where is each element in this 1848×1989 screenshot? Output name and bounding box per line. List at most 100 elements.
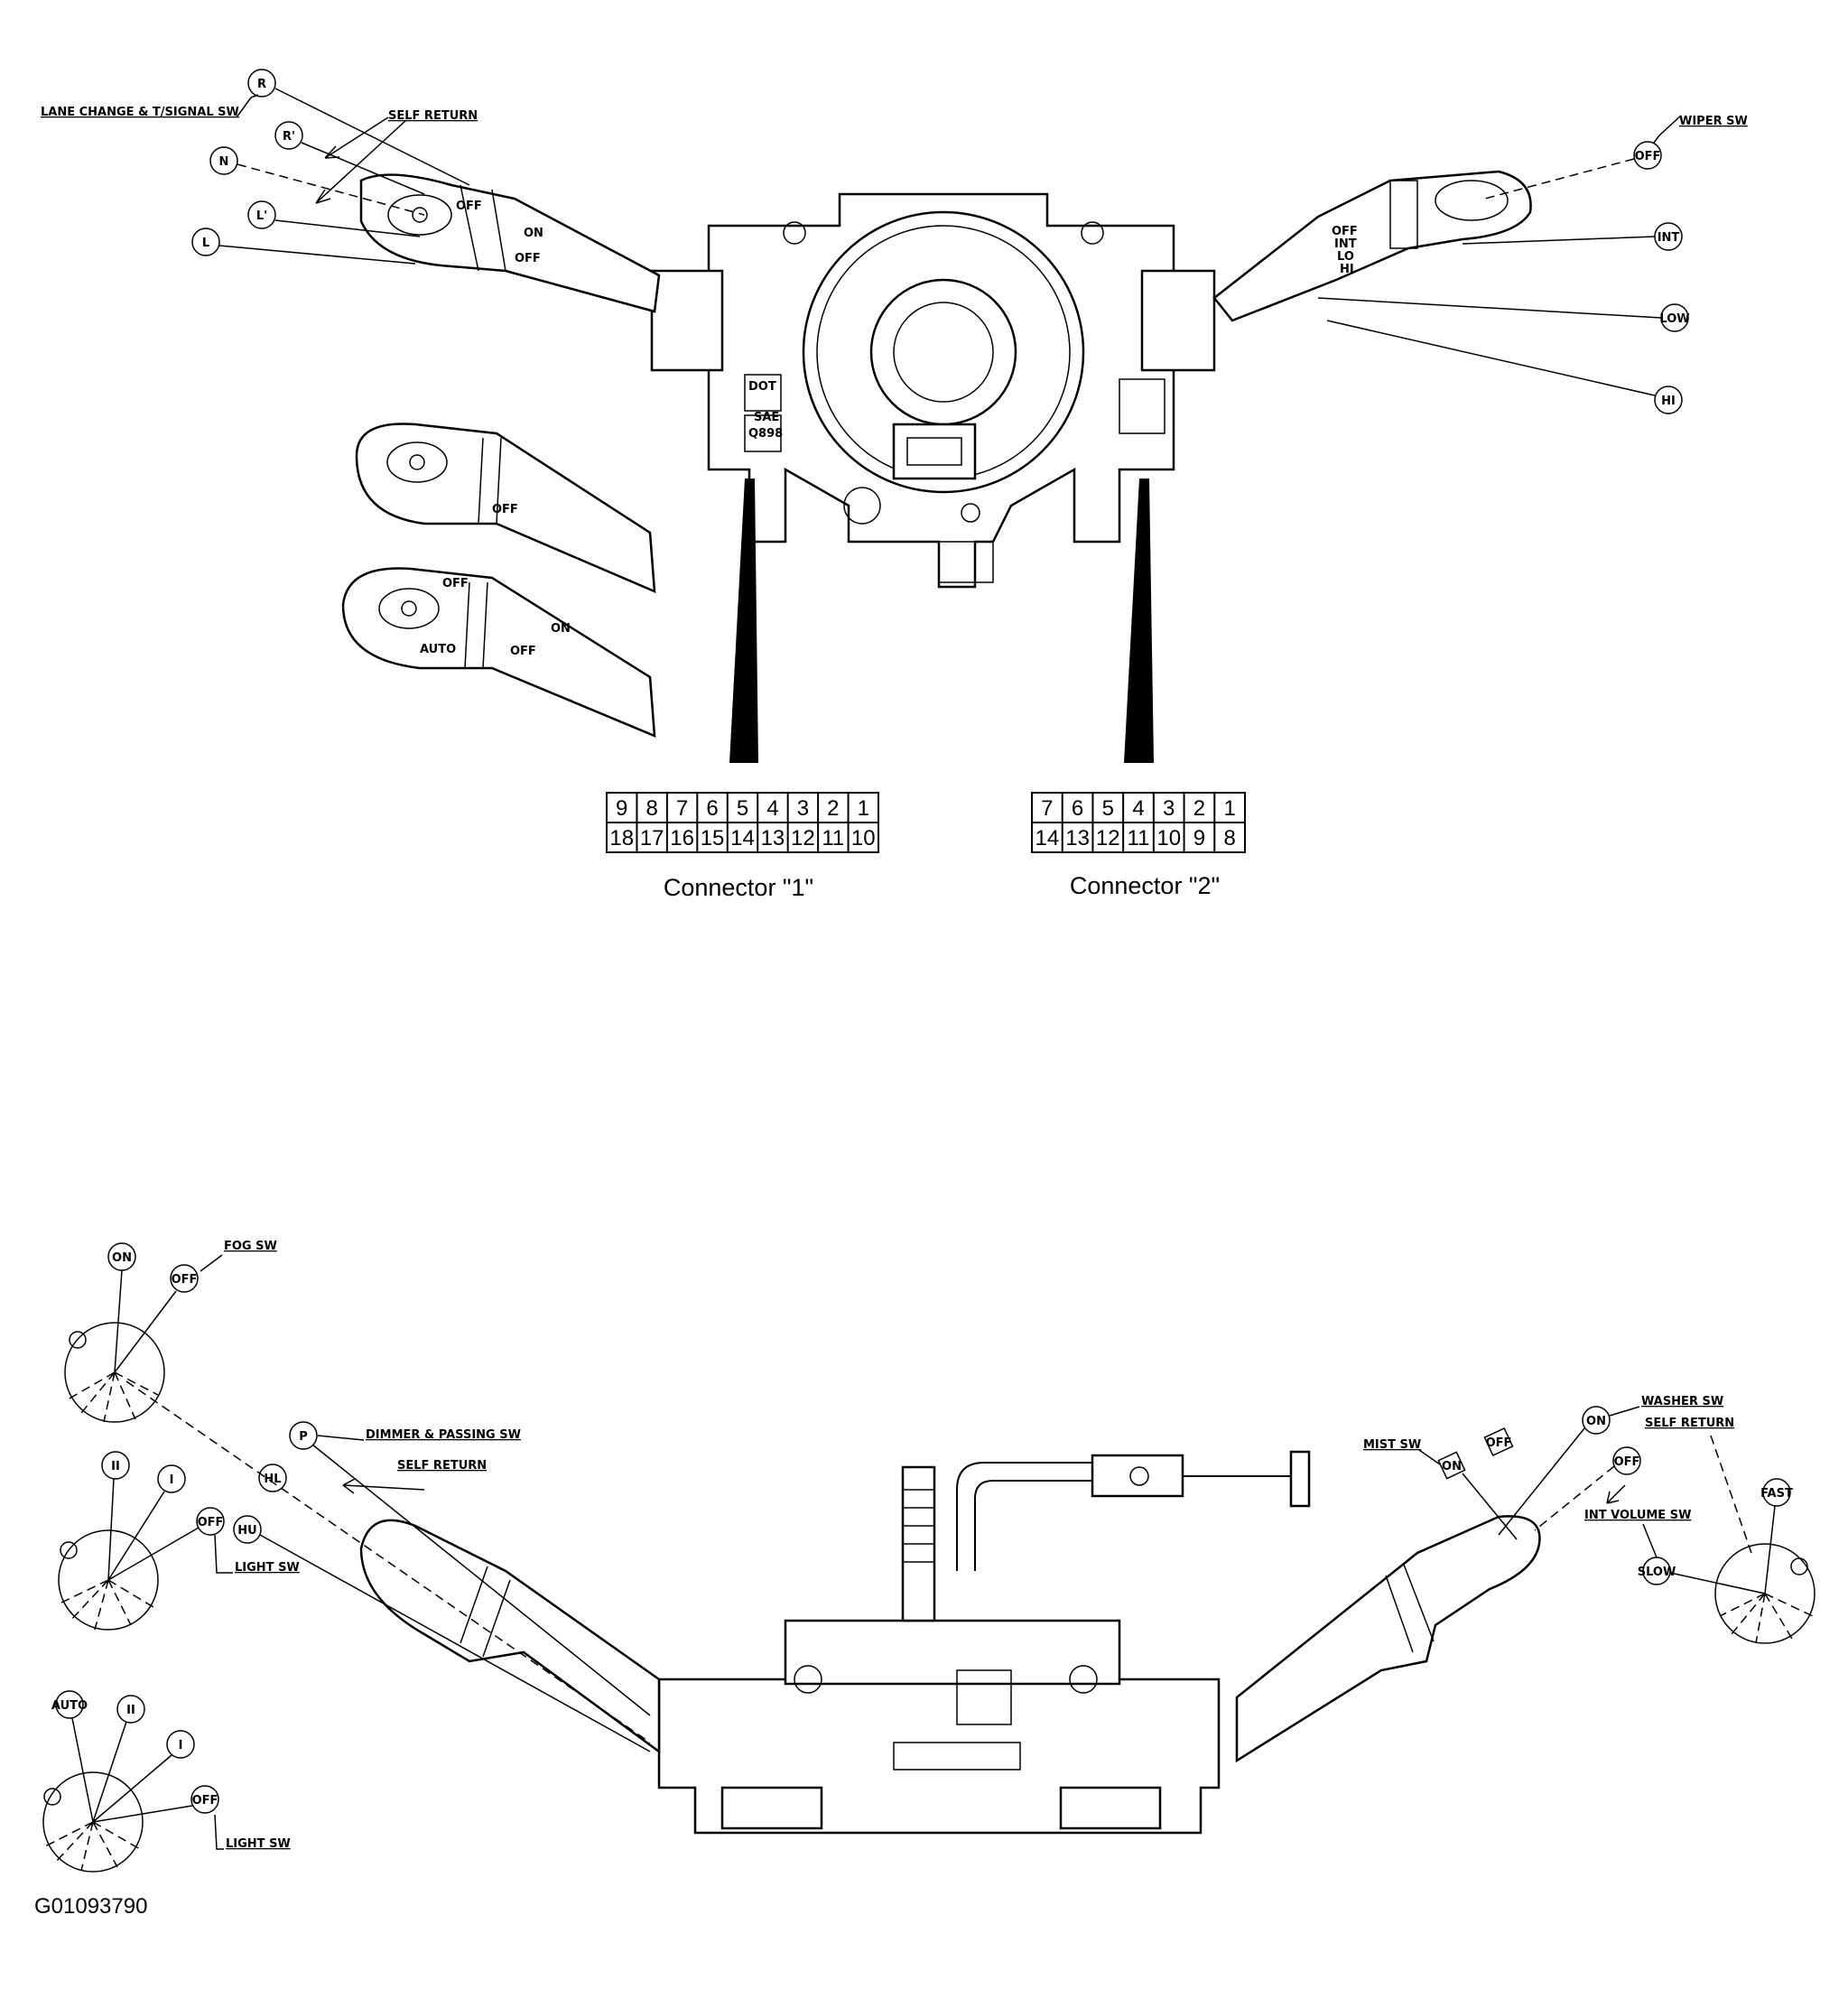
pin-number: 6 (1072, 796, 1083, 821)
bubble-light2-off: OFF (192, 1794, 218, 1808)
turn-signal-lever (359, 173, 661, 313)
bubble-mist-on: ON (1442, 1460, 1462, 1473)
lever-mark: OFF (1332, 225, 1358, 238)
pin-number: 18 (609, 826, 634, 850)
top-switch-assembly: DOT SAE Q898 OFF ON OFF OFF INT LO HI (359, 170, 1532, 589)
bubble-light2-auto: AUTO (51, 1699, 88, 1713)
pin-number: 2 (827, 796, 839, 821)
pin-number: 4 (766, 796, 778, 821)
bubble-light2-ii: II (126, 1704, 135, 1717)
pin-number: 15 (701, 826, 725, 850)
lever-mark: LO (1337, 250, 1354, 264)
pin-number: 11 (1128, 826, 1150, 850)
pin-number: 17 (640, 826, 664, 850)
bubble-low: LOW (1659, 312, 1689, 326)
bubble-off: OFF (1635, 150, 1661, 163)
top-left-position-bubbles: R R' N L' L (191, 69, 470, 265)
bubble-mist-off: OFF (1486, 1436, 1512, 1450)
lever-mark: OFF (515, 252, 541, 265)
pin-number: 11 (822, 826, 844, 850)
pin-number: 10 (1156, 826, 1181, 850)
pin-number: 2 (1193, 796, 1205, 821)
pin-number: 5 (1102, 796, 1114, 821)
pin-number: 8 (1223, 826, 1235, 850)
light-switch-dial-2: AUTO II I OFF (42, 1690, 219, 1873)
pin-number: 3 (797, 796, 809, 821)
pin-number: 12 (791, 826, 815, 850)
wiper-washer-lever (1235, 1515, 1541, 1763)
bubble-int: INT (1658, 231, 1680, 245)
connector1-caption: Connector "1" (664, 874, 813, 901)
pin-number: 16 (670, 826, 694, 850)
wiper-sw-label: WIPER SW (1679, 115, 1748, 128)
pin-number: 10 (851, 826, 876, 850)
bottom-switch-assembly (657, 1450, 1311, 1835)
bubble-n: N (219, 155, 229, 169)
pin-number: 7 (1041, 796, 1053, 821)
bubble-washer-on: ON (1586, 1415, 1606, 1428)
lever-mark: INT (1334, 237, 1357, 251)
sae-mark: SAE (754, 411, 779, 424)
dimmer-passing-label: DIMMER & PASSING SW (366, 1428, 521, 1442)
pin-number: 9 (616, 796, 627, 821)
fog-switch-dial: ON OFF (64, 1242, 199, 1423)
self-return-bottom-right-label: SELF RETURN (1645, 1417, 1734, 1430)
fog-sw-label: FOG SW (224, 1240, 277, 1253)
bubble-l: L (202, 237, 209, 250)
mist-washer-bubbles: ON OFF ON OFF (1437, 1406, 1641, 1540)
alternate-lever-2: OFF AUTO ON OFF (341, 567, 656, 738)
lever-mark: OFF (510, 645, 536, 658)
dimmer-position-bubbles: P HL HU (125, 1380, 651, 1752)
bubble-light1-i: I (170, 1473, 174, 1487)
bubble-r: R (257, 78, 266, 91)
pin-number: 14 (1035, 826, 1060, 850)
lever-mark: HI (1340, 263, 1354, 276)
pin-number: 1 (858, 796, 869, 821)
bubble-hi: HI (1661, 395, 1676, 408)
washer-sw-label: WASHER SW (1641, 1395, 1723, 1408)
pin-number: 4 (1132, 796, 1144, 821)
pin-number: 13 (1065, 826, 1090, 850)
bubble-light2-i: I (179, 1739, 183, 1752)
pin-number: 7 (676, 796, 688, 821)
pin-number: 8 (645, 796, 657, 821)
connector2-pointer (1124, 479, 1154, 763)
pin-number: 6 (706, 796, 718, 821)
top-right-position-bubbles: OFF INT LOW HI (1317, 141, 1690, 414)
alternate-lever-1: OFF (355, 423, 656, 593)
int-volume-dial: FAST SLOW (1638, 1435, 1815, 1644)
bubble-hl: HL (264, 1473, 281, 1486)
bubble-fog-on: ON (112, 1251, 132, 1265)
bubble-slow: SLOW (1638, 1566, 1676, 1579)
bubble-fast: FAST (1760, 1487, 1793, 1501)
lever-mark: AUTO (420, 643, 456, 656)
lever-mark: OFF (456, 200, 482, 213)
bubble-p: P (299, 1430, 308, 1444)
light-sw-2-label: LIGHT SW (226, 1837, 291, 1851)
wiper-lever (1212, 170, 1532, 322)
bubble-washer-off: OFF (1614, 1455, 1640, 1469)
lever-mark: OFF (492, 503, 518, 516)
pin-number: 12 (1096, 826, 1120, 850)
lever-mark: ON (524, 227, 543, 240)
figure-id: G01093790 (34, 1894, 147, 1919)
pin-number: 5 (737, 796, 748, 821)
self-return-top-label: SELF RETURN (388, 109, 478, 123)
connector2-caption: Connector "2" (1070, 872, 1220, 899)
bubble-r-prime: R' (283, 130, 295, 144)
bubble-light1-off: OFF (198, 1516, 224, 1529)
lever-mark: OFF (442, 577, 469, 590)
light-sw-1-label: LIGHT SW (235, 1561, 300, 1575)
pin-number: 13 (761, 826, 785, 850)
mist-sw-label: MIST SW (1363, 1438, 1421, 1452)
sae-code-mark: Q898 (748, 427, 783, 441)
bubble-fog-off: OFF (172, 1273, 198, 1287)
bubble-l-prime: L' (256, 209, 267, 223)
self-return-bottom-left-label: SELF RETURN (397, 1459, 487, 1473)
pin-number: 14 (730, 826, 755, 850)
pin-number: 3 (1163, 796, 1175, 821)
